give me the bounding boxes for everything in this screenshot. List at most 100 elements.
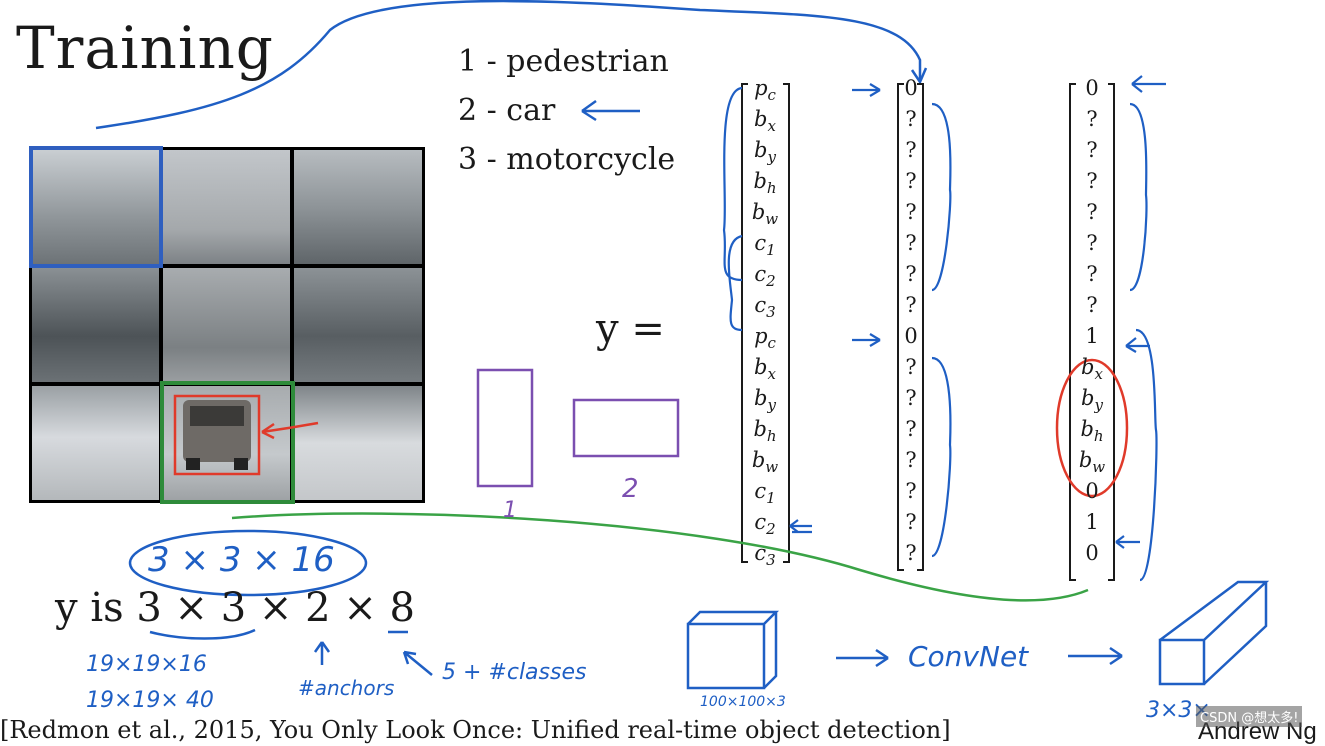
grid-cell-2 xyxy=(163,150,290,264)
cell-one-vector-entry: ? xyxy=(905,479,917,503)
arrow-c2 xyxy=(789,519,812,534)
arrow-to-output xyxy=(1068,646,1123,666)
cell-car-lower-brace xyxy=(1135,328,1158,582)
hw-anchor-label-2: 2 xyxy=(622,474,639,504)
label-vector-entry: bw xyxy=(751,200,779,229)
hw-anchors-note: #anchors xyxy=(298,676,395,700)
cell-car-vector-entry: 0 xyxy=(1085,76,1099,100)
cell-one-vector-entry: ? xyxy=(905,200,917,224)
cell-car-left-bracket xyxy=(1069,83,1076,581)
grid-cell-1 xyxy=(32,150,159,264)
cell-one-vector-entry: 0 xyxy=(904,76,918,100)
hw-anchor-label-1: 1 xyxy=(503,498,517,523)
arrow-to-convnet xyxy=(836,648,889,668)
cell-car-vector-entry: 0 xyxy=(1085,541,1099,565)
car-class-arrow xyxy=(581,99,640,122)
cell-one-vector-entry: ? xyxy=(905,107,917,131)
label-vector-entry: bw xyxy=(751,448,779,477)
label-vector-entry: pc xyxy=(754,76,776,105)
cell-one-left-bracket xyxy=(897,83,904,571)
car-bounding-box xyxy=(173,394,261,476)
cell-car-vector-entry: ? xyxy=(1086,138,1098,162)
hw-classes-note: 5 + #classes xyxy=(442,660,587,685)
shape-ellipse xyxy=(128,529,368,597)
cell-one-vector-entry: ? xyxy=(905,293,917,317)
cell-car-vector-entry: ? xyxy=(1086,293,1098,317)
curve-arrow-to-vector xyxy=(95,0,922,130)
car-pointer-arrow xyxy=(261,421,319,440)
class-one-brace xyxy=(727,234,743,332)
label-vector-entry: by xyxy=(754,138,776,167)
shape-underline xyxy=(149,628,256,640)
y-shape-value: 3 × 3 × 2 × 8 xyxy=(136,585,415,631)
cell-one-upper-brace xyxy=(931,102,952,292)
grid-cell-5 xyxy=(163,268,290,382)
anchor-box-2 xyxy=(572,398,680,458)
cell-one-vector-entry: 0 xyxy=(904,324,918,348)
label-vector-entry: c3 xyxy=(754,293,776,322)
label-vector-entry: bh xyxy=(753,417,777,446)
anchor-box-1 xyxy=(476,368,534,488)
grid-cell-3 xyxy=(294,150,422,264)
label-vector-entry: c2 xyxy=(754,510,776,539)
cell-one-vector-entry: ? xyxy=(905,231,917,255)
label-vector-entry: by xyxy=(754,386,776,415)
cell-one-lower-brace xyxy=(931,356,952,558)
hw-alt-shape-1: 19×19×16 xyxy=(86,652,207,677)
label-vector-right-bracket xyxy=(783,83,790,563)
cell-car-vector-entry: bh xyxy=(1080,417,1104,446)
box-coords-ellipse xyxy=(1055,358,1129,498)
cell-car-vector-entry: by xyxy=(1081,386,1103,415)
label-vector-entry: c1 xyxy=(754,231,776,260)
label-vector-entry: pc xyxy=(754,324,776,353)
class-item-pedestrian: 1 - pedestrian xyxy=(458,44,669,79)
label-vector-entry: c3 xyxy=(754,541,776,570)
label-vector-left-bracket xyxy=(741,83,748,563)
cell-one-vector: 0???????0??????? xyxy=(900,73,922,569)
grid-cell-9 xyxy=(294,386,422,500)
output-volume xyxy=(1158,580,1270,686)
hw-input-size: 100×100×3 xyxy=(700,694,786,710)
arrow-one xyxy=(1125,337,1150,353)
cell-one-vector-entry: ? xyxy=(905,262,917,286)
cell-car-vector-entry: 0 xyxy=(1085,479,1099,503)
cell-car-vector-entry: 1 xyxy=(1085,510,1099,534)
citation: [Redmon et al., 2015, You Only Look Once… xyxy=(0,716,951,744)
arrow-pc-2 xyxy=(852,333,881,347)
arrow-pc-1 xyxy=(852,83,881,97)
anchors-arrow xyxy=(313,641,331,665)
cell-car-vector-entry: ? xyxy=(1086,169,1098,193)
cell-car-right-bracket xyxy=(1108,83,1115,581)
grid-cell-6 xyxy=(294,268,422,382)
cell-one-vector-entry: ? xyxy=(905,417,917,441)
label-vector-entry: bx xyxy=(754,107,776,136)
slide-title: Training xyxy=(16,14,274,82)
cell-one-vector-entry: ? xyxy=(905,355,917,379)
car-icon xyxy=(183,400,251,470)
y-shape-expression: y is 3 × 3 × 2 × 8 xyxy=(55,585,415,631)
grid-cell-highlight-blue xyxy=(29,146,163,268)
cell-one-vector-entry: ? xyxy=(905,386,917,410)
green-mapping-curve xyxy=(231,512,1089,602)
grid-cell-4 xyxy=(32,268,159,382)
hw-alt-shape-2: 19×19× 40 xyxy=(86,688,214,713)
label-vector-entry: c1 xyxy=(754,479,776,508)
class-item-car: 2 - car xyxy=(458,93,556,128)
y-shape-prefix: y is xyxy=(55,585,137,631)
y-equals-label: y = xyxy=(596,306,665,352)
classes-arrow xyxy=(402,650,433,676)
class-item-motorcycle: 3 - motorcycle xyxy=(458,142,676,177)
cell-car-vector-entry: ? xyxy=(1086,107,1098,131)
cell-car-vector-entry: ? xyxy=(1086,262,1098,286)
cell-car-vector-entry: bw xyxy=(1078,448,1106,477)
cell-one-vector-entry: ? xyxy=(905,169,917,193)
hw-convnet: ConvNet xyxy=(908,640,1029,673)
cell-one-right-bracket xyxy=(917,83,924,571)
label-vector-entry: bx xyxy=(754,355,776,384)
label-vector-entry: c2 xyxy=(754,262,776,291)
arrow-class-car xyxy=(1115,535,1140,549)
cell-one-vector-entry: ? xyxy=(905,138,917,162)
